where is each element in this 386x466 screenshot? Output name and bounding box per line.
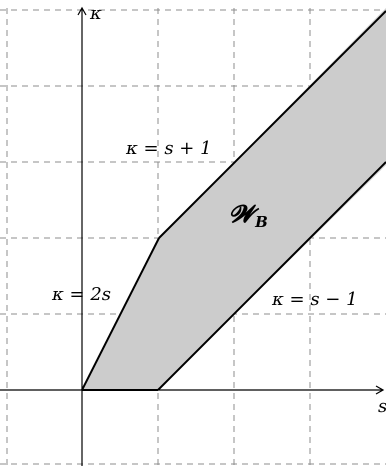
- region-wb-label-sub: B: [254, 213, 268, 231]
- region-wb-shading: [82, 8, 386, 390]
- horizontal-axis-arrowhead: [375, 385, 385, 395]
- vertical-axis-label: κ: [89, 3, 102, 24]
- region-wb-label: 𝓦B: [229, 199, 268, 231]
- region-boundaries: [81, 10, 386, 391]
- label-kappa-s-plus-1: κ = s + 1: [125, 138, 212, 159]
- horizontal-axis-label: s: [378, 396, 386, 417]
- boundary-kappa-2s: [81, 237, 160, 391]
- boundary-kappa-s-minus-1: [157, 161, 386, 391]
- label-kappa-s-minus-1: κ = s − 1: [271, 289, 358, 310]
- vertical-axis-arrowhead: [77, 6, 87, 16]
- label-kappa-2s: κ = 2s: [51, 284, 111, 305]
- boundary-kappa-s-plus-1: [158, 10, 386, 239]
